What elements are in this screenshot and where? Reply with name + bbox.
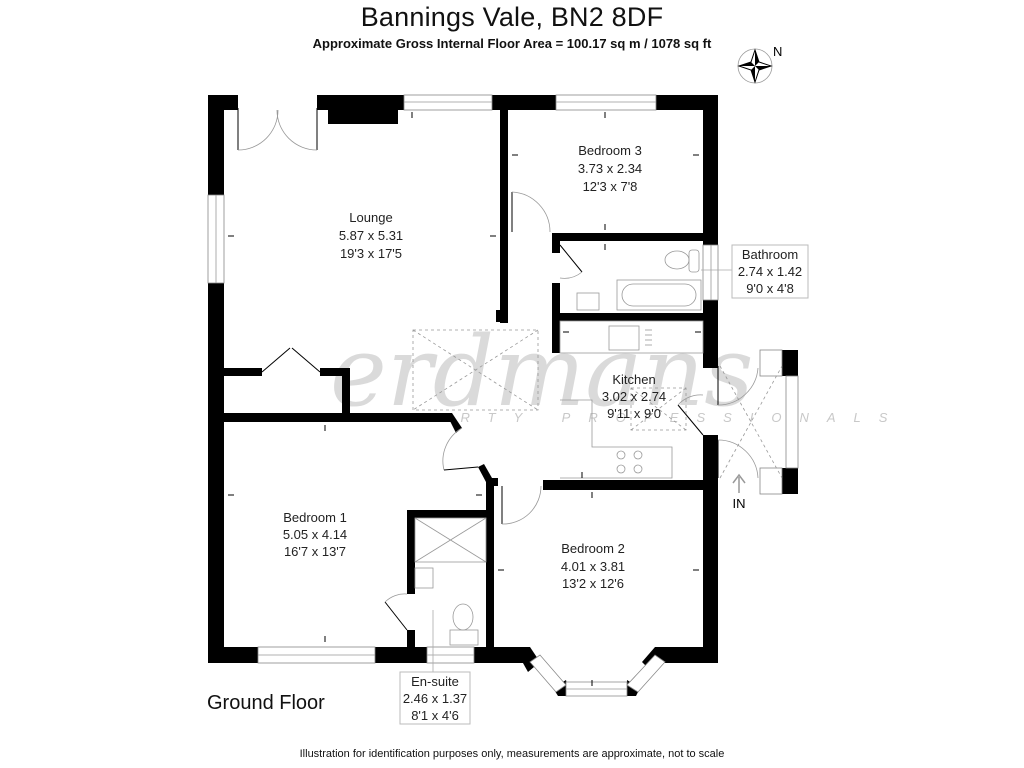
windows [207, 94, 719, 697]
room-metric: 2.74 x 1.42 [738, 264, 802, 279]
room-imperial: 9'11 x 9'0 [607, 406, 661, 421]
room-imperial: 12'3 x 7'8 [583, 179, 638, 194]
room-name: En-suite [411, 674, 459, 689]
room-en-suite: En-suite 2.46 x 1.37 8'1 x 4'6 [399, 671, 471, 725]
room-bedroom-1: Bedroom 1 5.05 x 4.14 16'7 x 13'7 [283, 510, 347, 559]
compass-north-label: N [773, 44, 782, 59]
disclaimer: Illustration for identification purposes… [299, 748, 725, 760]
floor-area-subtitle: Approximate Gross Internal Floor Area = … [312, 36, 712, 51]
room-metric: 4.01 x 3.81 [561, 559, 625, 574]
room-metric: 5.87 x 5.31 [339, 228, 403, 243]
room-bathroom: Bathroom 2.74 x 1.42 9'0 x 4'8 [731, 244, 809, 299]
room-bedroom-2: Bedroom 2 4.01 x 3.81 13'2 x 12'6 [561, 541, 625, 591]
room-bedroom-3: Bedroom 3 3.73 x 2.34 12'3 x 7'8 [578, 143, 642, 194]
room-name: Bedroom 1 [283, 510, 347, 525]
doors [237, 108, 704, 631]
page-title: Bannings Vale, BN2 8DF [360, 2, 664, 32]
room-name: Bedroom 3 [578, 143, 642, 158]
room-metric: 3.02 x 2.74 [602, 389, 666, 404]
compass-rose-icon: N [737, 44, 782, 84]
room-metric: 5.05 x 4.14 [283, 527, 347, 542]
room-kitchen: Kitchen 3.02 x 2.74 9'11 x 9'0 [602, 372, 666, 421]
walls [208, 95, 718, 696]
room-metric: 2.46 x 1.37 [403, 691, 467, 706]
room-imperial: 9'0 x 4'8 [746, 281, 794, 296]
porch [717, 349, 799, 495]
fixtures [412, 249, 704, 646]
room-imperial: 13'2 x 12'6 [562, 576, 624, 591]
room-name: Bathroom [742, 247, 798, 262]
room-name: Lounge [349, 210, 392, 225]
floor-label: Ground Floor [207, 692, 325, 714]
room-imperial: 16'7 x 13'7 [284, 544, 346, 559]
entrance-arrow-icon [732, 473, 746, 493]
watermark-brand: erdmans [330, 316, 754, 428]
entrance-label: IN [733, 496, 746, 511]
dimension-markers [228, 112, 701, 686]
room-metric: 3.73 x 2.34 [578, 161, 642, 176]
room-imperial: 8'1 x 4'6 [411, 708, 459, 723]
room-name: Bedroom 2 [561, 541, 625, 556]
room-name: Kitchen [612, 372, 655, 387]
room-imperial: 19'3 x 17'5 [340, 246, 402, 261]
room-lounge: Lounge 5.87 x 5.31 19'3 x 17'5 [339, 210, 403, 261]
